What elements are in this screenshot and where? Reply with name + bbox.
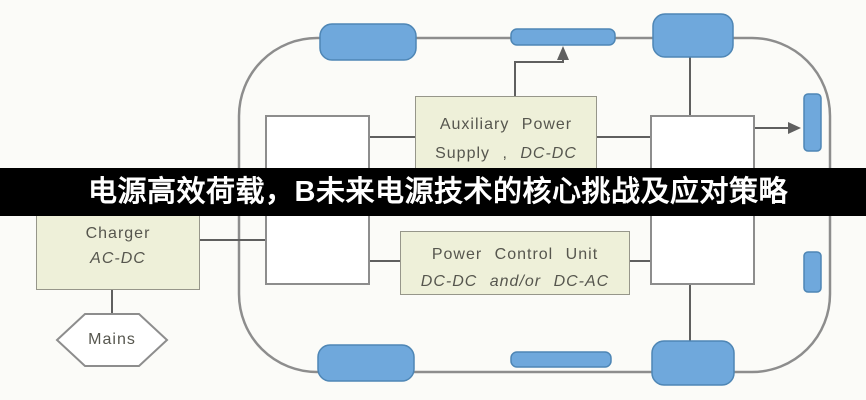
aux-power-supply-box: Auxiliary Power Supply , DC-DC [415, 96, 597, 170]
wheel-top-left [319, 23, 417, 61]
aux-label-line1: Auxiliary Power [439, 116, 573, 133]
aux-label-dcdc: DC-DC [520, 145, 577, 162]
wheel-top-right [652, 13, 734, 58]
pcu-label-line1: Power Control Unit [431, 246, 599, 263]
wheel-bottom-left [317, 344, 415, 382]
mains-label: Mains [88, 331, 136, 348]
banner-title: 电源高效荷载，B未来电源技术的核心挑战及应对策略 [88, 176, 788, 208]
bottom-bar-module [510, 351, 612, 368]
connector-aux-up [514, 58, 564, 96]
arrowhead-up-icon [557, 46, 569, 60]
power-control-unit-box: Power Control Unit DC-DC and/or DC-AC [400, 231, 630, 295]
title-banner: 电源高效荷载，B未来电源技术的核心挑战及应对策略 [0, 168, 866, 216]
side-module-lower [803, 251, 822, 293]
arrowhead-right-icon [788, 122, 801, 134]
charger-label: Charger [85, 225, 151, 242]
mains-hexagon [55, 313, 169, 367]
top-bar-module [510, 28, 616, 46]
wheel-bottom-right [651, 340, 735, 386]
pcu-label-line2: DC-DC and/or DC-AC [420, 273, 610, 290]
aux-label-supply: Supply , [435, 145, 508, 162]
charger-type-label: AC-DC [90, 250, 146, 267]
side-module-upper [803, 93, 822, 152]
aux-label-line2: Supply , DC-DC [416, 139, 596, 168]
